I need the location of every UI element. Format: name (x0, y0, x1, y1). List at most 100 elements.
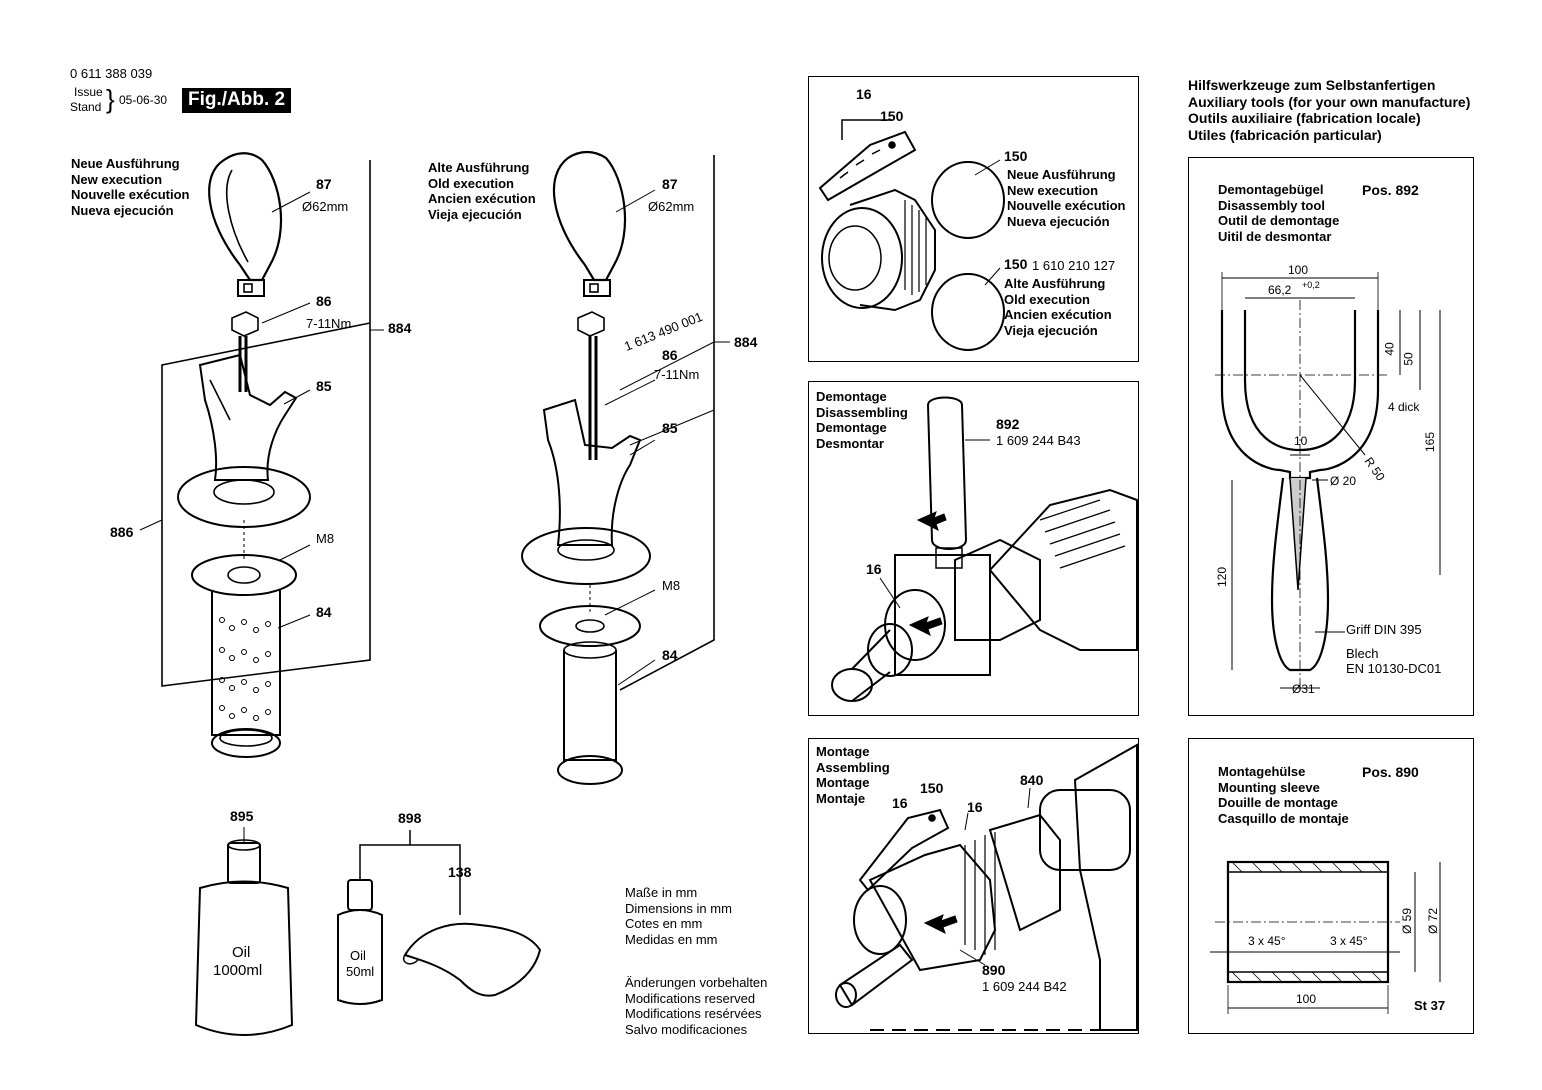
middle-handle-drawing (521, 150, 730, 785)
rings-new-de: Neue Ausführung (1007, 167, 1116, 182)
middle-label-dia: Ø62mm (648, 199, 695, 214)
assembly-caption-en: Assembling (816, 759, 890, 775)
rings-new-caption: Neue Ausführung New execution Nouvelle e… (1007, 167, 1125, 229)
rings-label-150c-num: 1 610 210 127 (1032, 258, 1116, 273)
left-handle-drawing (139, 152, 384, 758)
dim-dia72: Ø 72 (1426, 907, 1441, 935)
dimensions-note-es: Medidas en mm (625, 931, 718, 947)
aux-header-en: Auxiliary tools (for your own manufactur… (1188, 93, 1471, 110)
tool-890-caption-de: Montagehülse (1218, 764, 1306, 779)
dim-dia31: Ø31 (1292, 682, 1315, 696)
tool-890-drawing (1210, 860, 1441, 1014)
tool-892-pos: Pos. 892 (1362, 182, 1419, 198)
dim-165: 165 (1423, 431, 1438, 453)
assembly-caption-de: Montage (816, 744, 870, 759)
aux-header-es: Utiles (fabricación particular) (1188, 126, 1382, 143)
middle-caption-es: Vieja ejecución (428, 206, 522, 222)
assembly-caption: Montage Assembling Montage Montaje (816, 744, 890, 806)
left-label-86: 86 (316, 293, 332, 309)
middle-label-86: 86 (662, 347, 678, 363)
dim-10: 10 (1294, 434, 1308, 448)
disassembly-label-892: 892 (996, 416, 1020, 432)
middle-label-884: 884 (734, 334, 758, 350)
left-label-884: 884 (388, 320, 412, 336)
tool-892-blech-2: EN 10130-DC01 (1346, 661, 1442, 676)
middle-label-87: 87 (662, 176, 678, 192)
dim-50: 50 (1401, 352, 1416, 366)
left-caption-fr: Nouvelle exécution (71, 187, 190, 202)
left-label-84: 84 (316, 604, 332, 620)
assembly-caption-fr: Montage (816, 775, 870, 790)
assembly-label-840: 840 (1020, 772, 1044, 788)
dimensions-note-de: Maße in mm (625, 885, 698, 900)
dim-thick: 4 dick (1388, 400, 1420, 414)
left-label-886: 886 (110, 524, 134, 540)
tool-890-material: St 37 (1414, 998, 1446, 1013)
tool-890-caption-es: Casquillo de montaje (1218, 810, 1349, 826)
bottles-drawing (194, 827, 542, 1036)
tool-892-griff: Griff DIN 395 (1346, 622, 1422, 637)
tool-890-caption-en: Mounting sleeve (1218, 779, 1320, 795)
dim-chamfer-2: 3 x 45° (1330, 934, 1368, 948)
rings-old-en: Old execution (1004, 291, 1090, 307)
middle-label-85: 85 (662, 420, 678, 436)
disassembly-label-892-num: 1 609 244 B43 (996, 433, 1081, 448)
rings-old-fr: Ancien exécution (1004, 307, 1112, 322)
rings-old-caption: Alte Ausführung Old execution Ancien exé… (1004, 276, 1112, 338)
assembly-label-150: 150 (920, 780, 944, 796)
middle-caption-de: Alte Ausführung (428, 160, 530, 175)
tool-892-caption: Demontagebügel Disassembly tool Outil de… (1218, 182, 1339, 244)
disassembly-caption-en: Disassembling (816, 404, 908, 420)
aux-header-fr: Outils auxiliaire (fabrication locale) (1188, 110, 1421, 126)
rings-label-150c: 150 (1004, 256, 1028, 272)
disassembly-caption-fr: Demontage (816, 420, 887, 435)
dim-length-100: 100 (1296, 992, 1317, 1006)
modifications-note-de: Änderungen vorbehalten (625, 975, 768, 990)
panel-tool-890 (1188, 738, 1474, 1034)
aux-tools-header: Hilfswerkzeuge zum Selbstanfertigen Auxi… (1188, 77, 1470, 143)
left-caption-en: New execution (71, 171, 163, 187)
rings-new-es: Nueva ejecución (1007, 213, 1110, 229)
modifications-note-fr: Modifications resérvées (625, 1006, 762, 1021)
issue-label: Issue (74, 85, 103, 99)
rings-label-16: 16 (856, 86, 872, 102)
panel-disassembly (808, 381, 1139, 716)
disassembly-caption-es: Desmontar (816, 435, 884, 451)
aux-header-de: Hilfswerkzeuge zum Selbstanfertigen (1188, 77, 1436, 93)
disassembly-caption-de: Demontage (816, 389, 887, 404)
assembly-caption-es: Montaje (816, 790, 866, 806)
tool-892-blech-1: Blech (1346, 646, 1379, 661)
middle-caption-fr: Ancien exécution (428, 191, 536, 206)
modifications-note: Änderungen vorbehalten Modifications res… (625, 975, 767, 1037)
assembly-drawing (835, 743, 1138, 1031)
panel-assembly (808, 738, 1139, 1034)
figure-badge: Fig./Abb. 2 (182, 88, 292, 113)
left-label-m8: M8 (316, 531, 335, 546)
disassembly-drawing (831, 396, 1138, 702)
dim-100: 100 (1288, 263, 1309, 277)
label-138: 138 (448, 864, 472, 880)
dim-dia59: Ø 59 (1400, 907, 1415, 935)
dimensions-note-fr: Cotes en mm (625, 916, 703, 931)
panel-tool-892 (1188, 157, 1474, 716)
modifications-note-en: Modifications reserved (625, 990, 756, 1006)
left-label-87: 87 (316, 176, 332, 192)
left-label-dia: Ø62mm (302, 199, 349, 214)
big-bottle-text-2: 1000ml (213, 962, 263, 979)
label-898: 898 (398, 810, 422, 826)
part-number: 0 611 388 039 (70, 66, 153, 81)
left-caption-es: Nueva ejecución (71, 202, 174, 218)
tool-890-pos: Pos. 890 (1362, 764, 1419, 780)
rings-label-150a: 150 (880, 108, 904, 124)
brace: } (106, 84, 115, 114)
dim-tol: +0,2 (1302, 280, 1320, 290)
label-895: 895 (230, 808, 254, 824)
panel-rings (808, 76, 1139, 362)
dim-dia20: Ø 20 (1330, 474, 1357, 488)
tool-890-caption: Montagehülse Mounting sleeve Douille de … (1218, 764, 1349, 826)
tool-892-drawing (1215, 272, 1441, 690)
small-bottle-text-1: Oil (350, 948, 366, 963)
modifications-note-es: Salvo modificaciones (625, 1021, 748, 1037)
tool-892-caption-es: Uitil de desmontar (1218, 228, 1332, 244)
